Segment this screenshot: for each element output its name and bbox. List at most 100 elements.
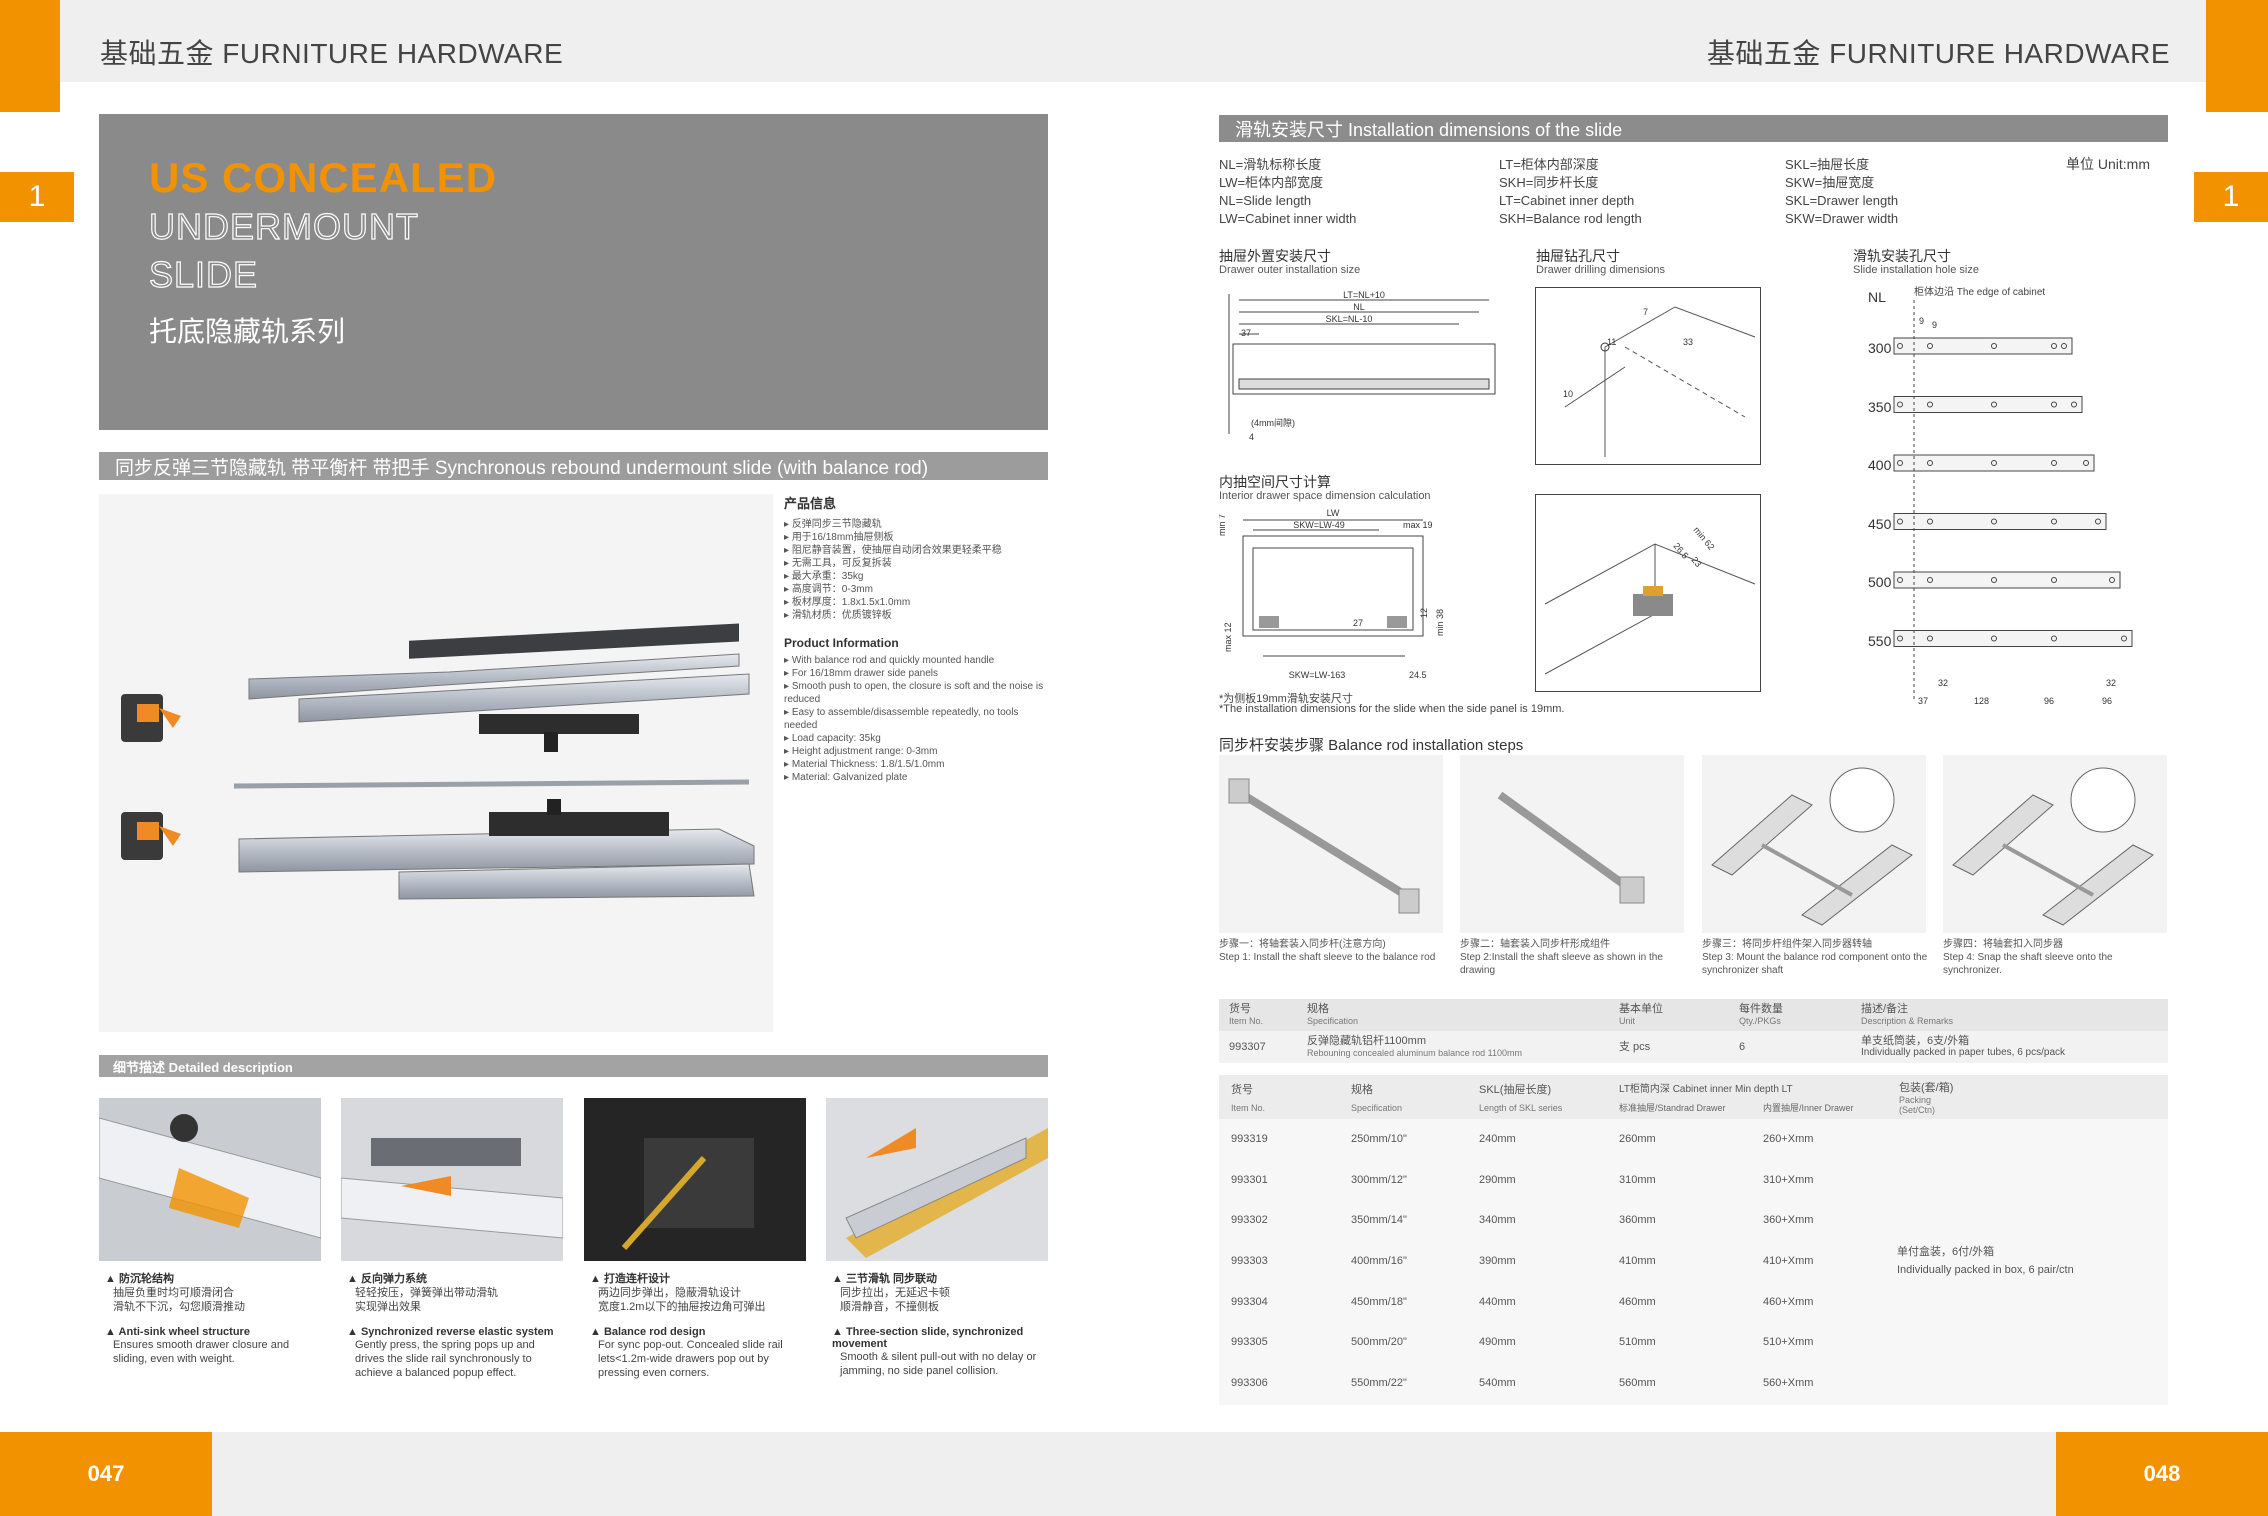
legend-line: NL=滑轨标称长度 bbox=[1219, 157, 1322, 172]
hole-diagram: 9 9 32 32 37 128 96 96 bbox=[1893, 300, 2133, 706]
mounting-hole bbox=[2051, 577, 2057, 583]
dim-12: 12 bbox=[1419, 608, 1429, 618]
mounting-hole bbox=[1897, 518, 1903, 525]
rod-item: 993307 bbox=[1229, 1041, 1266, 1053]
step-caption-4: 步骤四：将轴套扣入同步器 Step 4: Snap the shaft slee… bbox=[1943, 938, 2169, 977]
cell-inner: 360+Xmm bbox=[1763, 1214, 1814, 1227]
interior-title-cn: 内抽空间尺寸计算 bbox=[1219, 474, 1331, 490]
detail-text-1: ▲ 防沉轮结构 抽屉负重时均可顺滑闭合 滑轨不下沉，勾您顺滑推动 ▲ Anti-… bbox=[105, 1270, 323, 1366]
mounting-hole bbox=[1991, 343, 1997, 349]
interior-diagram: LW SKW=LW-49 max 19 min 7 max 12 12 min … bbox=[1219, 508, 1445, 680]
page-number-left: 047 bbox=[0, 1432, 212, 1516]
step-caption-en: Step 2:Install the shaft sleeve as shown… bbox=[1460, 952, 1663, 976]
detail-en-title: ▲ Synchronized reverse elastic system bbox=[347, 1326, 554, 1338]
rod-qty: 6 bbox=[1739, 1041, 1746, 1053]
slide-header-lt: LT柜筒内深 Cabinet inner Min depth LT 标准抽屉/S… bbox=[1619, 1084, 1854, 1113]
cell-skl: 440mm bbox=[1479, 1295, 1516, 1308]
brand-right: 基础五金 FURNITURE HARDWARE bbox=[1706, 38, 2170, 69]
dim-skw163: SKW=LW-163 bbox=[1289, 670, 1345, 680]
detail-cn-title: ▲ 打造连杆设计 bbox=[590, 1273, 670, 1285]
step-caption-1: 步骤一：将轴套装入同步杆(注意方向) Step 1: Install the s… bbox=[1219, 938, 1445, 964]
step-image-2 bbox=[1460, 755, 1684, 933]
cell-item: 993305 bbox=[1231, 1336, 1268, 1349]
dim-37: 37 bbox=[1241, 328, 1251, 338]
cell-spec: 450mm/18" bbox=[1351, 1295, 1407, 1308]
detail-cn-line: 抽屉负重时均可顺滑闭合 bbox=[113, 1287, 234, 1299]
hero-title-line1: US CONCEALED bbox=[149, 154, 498, 201]
product-info-en-list: ▸ With balance rod and quickly mounted h… bbox=[784, 654, 1044, 784]
list-item: ▸ 阻尼静音装置，使抽屉自动闭合效果更轻柔平稳 bbox=[784, 545, 1002, 556]
steps-title: 同步杆安装步骤 Balance rod installation steps bbox=[1219, 737, 1524, 754]
step-caption-cn: 步骤一：将轴套装入同步杆(注意方向) bbox=[1219, 939, 1386, 950]
dim-skl: SKL=NL-10 bbox=[1326, 314, 1373, 324]
cell-spec: 550mm/22" bbox=[1351, 1376, 1407, 1389]
step-caption-3: 步骤三：将同步杆组件架入同步器转轴 Step 3: Mount the bala… bbox=[1702, 938, 1928, 977]
detail-en-title: ▲ Anti-sink wheel structure bbox=[105, 1326, 250, 1338]
dim-96a: 96 bbox=[2044, 696, 2054, 706]
dim-96b: 96 bbox=[2102, 696, 2112, 706]
mounting-hole bbox=[2051, 343, 2057, 349]
dim-23: 23 bbox=[1689, 555, 1703, 569]
mounting-hole bbox=[1927, 577, 1933, 583]
drilling-diagram: 7 11 33 10 bbox=[1535, 287, 1761, 465]
cell-std: 260mm bbox=[1619, 1133, 1656, 1146]
product-photo bbox=[99, 494, 773, 1032]
detail-en-text: Smooth & silent pull-out with no delay o… bbox=[840, 1351, 1037, 1377]
dim-33: 33 bbox=[1683, 337, 1693, 347]
slide-rail-outline bbox=[1893, 396, 2083, 413]
mounting-hole bbox=[1991, 577, 1997, 583]
step-image-1 bbox=[1219, 755, 1443, 933]
cell-skl: 240mm bbox=[1479, 1133, 1516, 1146]
legend-col-1: NL=滑轨标称长度 LW=柜体内部宽度 NL=Slide length LW=C… bbox=[1219, 156, 1479, 228]
cell-std: 410mm bbox=[1619, 1255, 1656, 1268]
mounting-hole bbox=[1897, 460, 1903, 466]
cell-std: 310mm bbox=[1619, 1173, 1656, 1186]
section-tab-left: 1 bbox=[0, 172, 74, 222]
slide-length-label: 500 bbox=[1868, 574, 1892, 590]
cell-std: 460mm bbox=[1619, 1295, 1656, 1308]
drilling-3d-diagram: min 62 26.5 23 bbox=[1535, 494, 1761, 692]
dim-7: 7 bbox=[1643, 307, 1648, 317]
detail-cn-line: 同步拉出，无延迟卡顿 bbox=[840, 1287, 950, 1299]
detail-cn-line: 轻轻按压，弹簧弹出带动滑轨 bbox=[355, 1287, 498, 1299]
list-item: ▸ 用于16/18mm抽屉侧板 bbox=[784, 532, 894, 543]
cell-spec: 400mm/16" bbox=[1351, 1255, 1407, 1268]
detail-photo-1 bbox=[98, 1098, 322, 1261]
cell-inner: 410+Xmm bbox=[1763, 1255, 1814, 1268]
mounting-hole bbox=[1991, 518, 1997, 525]
dim-128: 128 bbox=[1974, 696, 1989, 706]
step-caption-en: Step 4: Snap the shaft sleeve onto the s… bbox=[1943, 952, 2113, 976]
legend-line: NL=Slide length bbox=[1219, 193, 1312, 208]
legend-col-3: SKL=抽屉长度 SKW=抽屉宽度 SKL=Drawer length SKW=… bbox=[1785, 156, 2045, 228]
header-bar-left bbox=[0, 0, 1134, 82]
list-item: ▸ Height adjustment range: 0-3mm bbox=[784, 746, 938, 757]
outer-size-title-en: Drawer outer installation size bbox=[1219, 264, 1361, 276]
cell-item: 993302 bbox=[1231, 1214, 1268, 1227]
dim-max19: max 19 bbox=[1403, 520, 1433, 530]
cell-skl: 340mm bbox=[1479, 1214, 1516, 1227]
product-info-cn-title: 产品信息 bbox=[784, 496, 837, 511]
detail-cn-line: 顺滑静音，不撞侧板 bbox=[840, 1301, 939, 1313]
slide-rail-outline bbox=[1893, 630, 2133, 647]
detail-cn-title: ▲ 防沉轮结构 bbox=[105, 1273, 174, 1285]
slide-rail-outline bbox=[1893, 571, 2121, 589]
dim-245: 24.5 bbox=[1409, 670, 1427, 680]
note-en: *The installation dimensions for the sli… bbox=[1219, 703, 1565, 715]
right-page: 基础五金 FURNITURE HARDWARE 1 滑轨安装尺寸 Install… bbox=[1134, 0, 2268, 1516]
rod-unit: 支 pcs bbox=[1619, 1041, 1651, 1053]
left-page: 基础五金 FURNITURE HARDWARE 1 US CONCEALED U… bbox=[0, 0, 1134, 1516]
hero-subtitle: 托底隐藏轨系列 bbox=[149, 316, 346, 347]
mounting-hole bbox=[1897, 343, 1903, 349]
cell-inner: 560+Xmm bbox=[1763, 1376, 1814, 1389]
list-item: ▸ 板材厚度：1.8x1.5x1.0mm bbox=[784, 597, 911, 608]
hole-title-cn: 滑轨安装孔尺寸 bbox=[1853, 248, 1951, 264]
legend-line: LT=Cabinet inner depth bbox=[1499, 193, 1635, 208]
